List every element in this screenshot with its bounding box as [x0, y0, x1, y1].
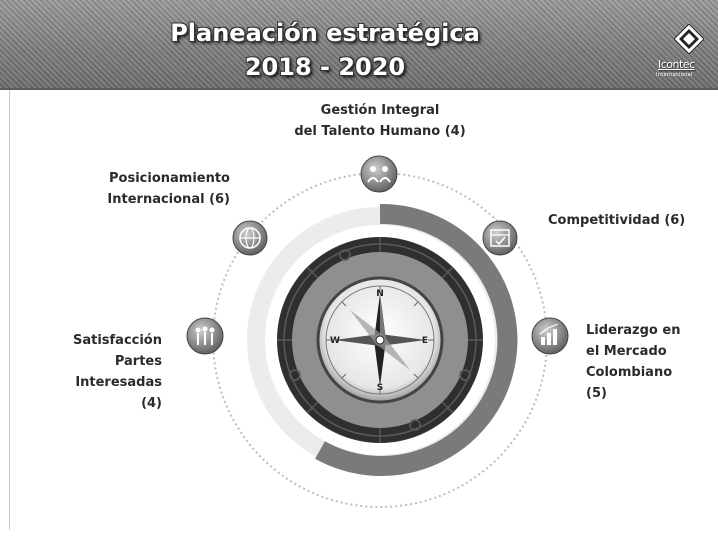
compass-west: W — [330, 336, 340, 346]
page-subtitle-years: 2018 - 2020 — [244, 53, 406, 81]
header-banner: Planeación estratégica 2018 - 2020 Icont… — [0, 0, 718, 90]
talent-node-icon — [360, 155, 398, 193]
strategy-diagram: N E S W — [186, 155, 569, 508]
satisfaction-label: Satisfacción Partes Interesadas (4) — [72, 333, 162, 411]
calendar-node-icon — [482, 220, 518, 256]
compass-south: S — [377, 383, 383, 393]
puzzle-pattern — [277, 237, 483, 443]
talent-label: Gestión Integral del Talento Humano (4) — [294, 103, 466, 139]
chart-node-icon — [531, 317, 569, 355]
page-title: Planeación estratégica — [170, 19, 480, 47]
people-node-icon — [186, 317, 224, 355]
logo-text: Icontec — [658, 58, 695, 71]
leadership-label: Liderazgo en el Mercado Colombiano (5) — [586, 323, 681, 401]
compass — [316, 276, 444, 404]
compass-east: E — [422, 336, 428, 346]
compass-north: N — [376, 289, 384, 299]
globe-node-icon — [232, 220, 268, 256]
competitiveness-label: Competitividad (6) — [548, 213, 686, 228]
icontec-logo — [674, 24, 704, 54]
left-border-line — [9, 90, 10, 530]
international-label: Posicionamiento Internacional (6) — [107, 171, 230, 207]
logo-subtext: Internacional — [656, 72, 693, 78]
progress-arc — [315, 203, 518, 476]
